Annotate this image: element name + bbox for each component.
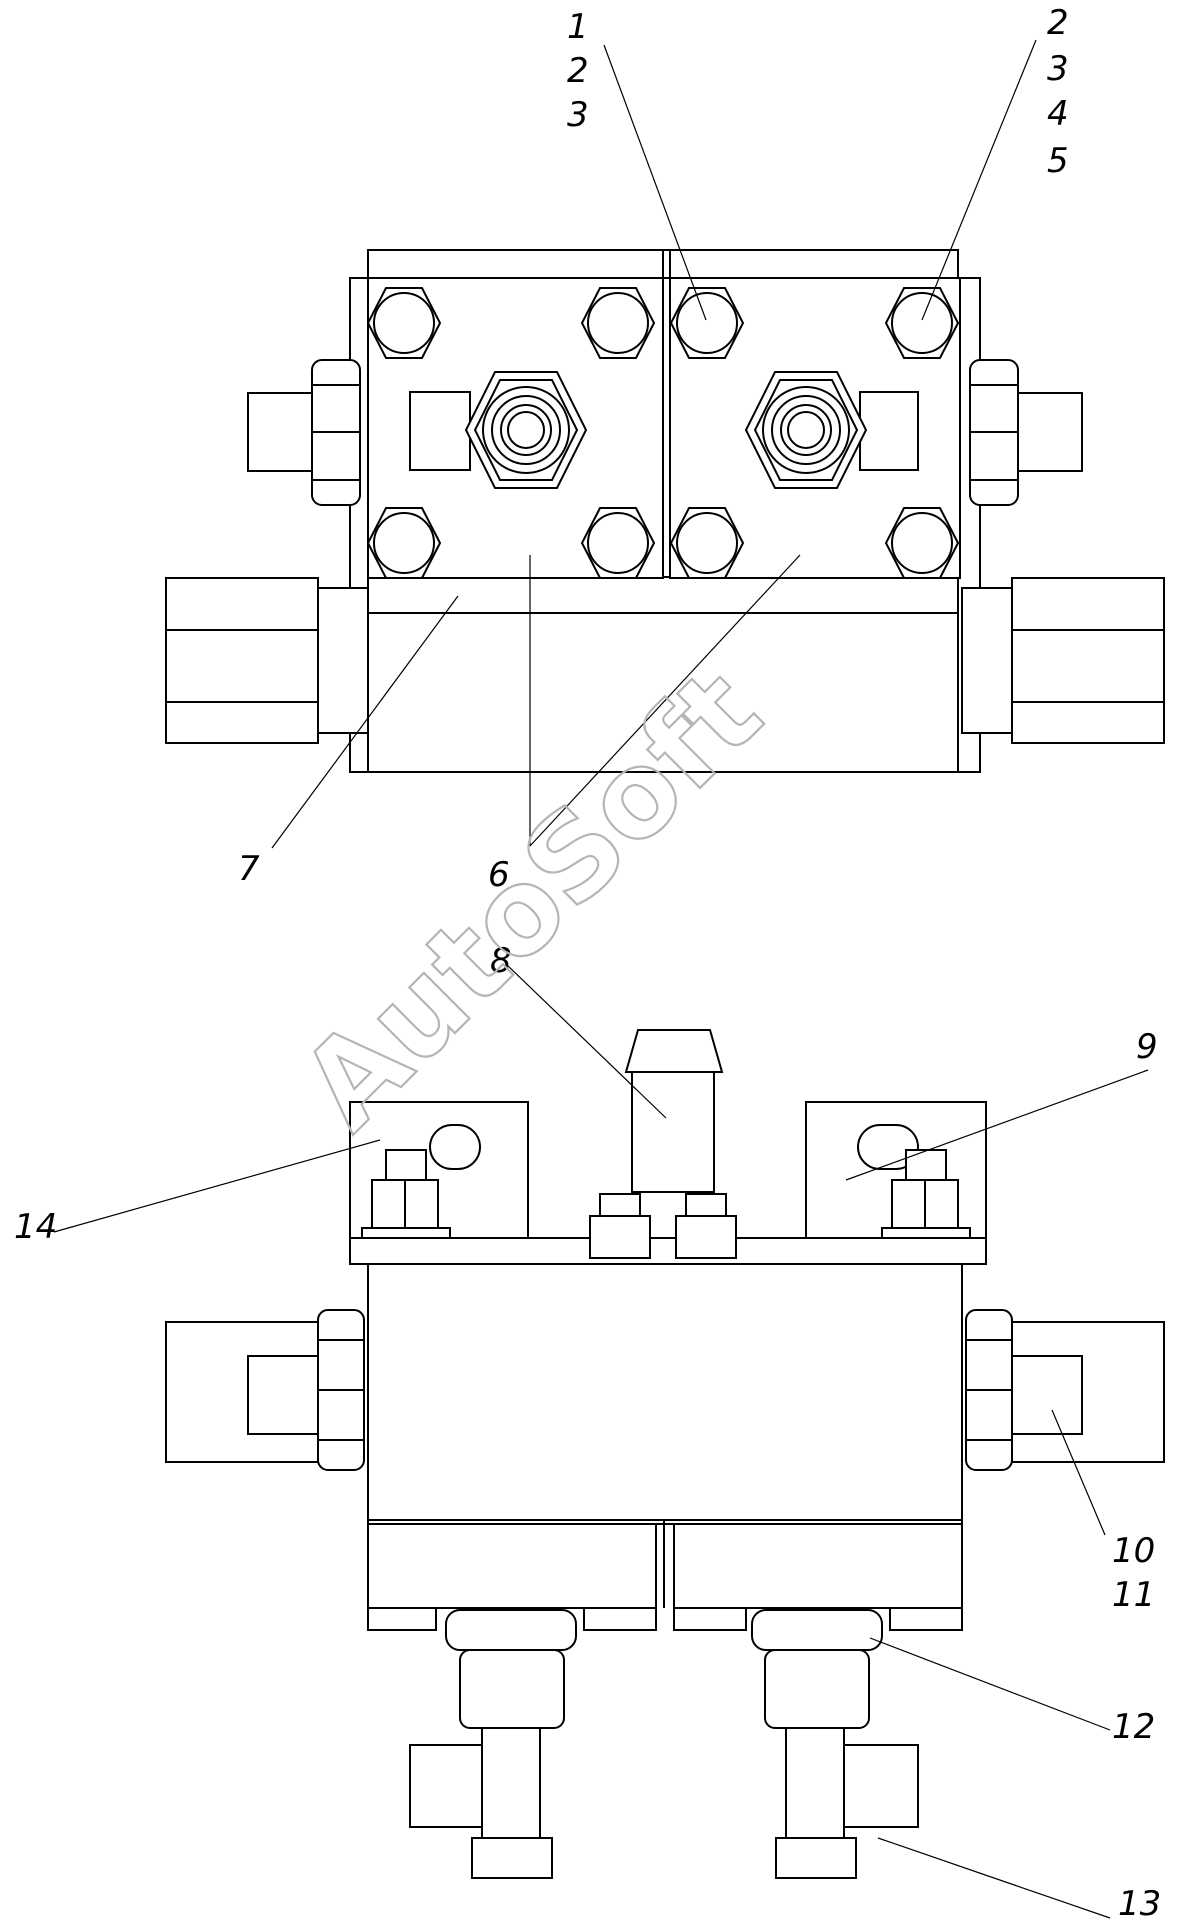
side-fittings-top: [247, 359, 1083, 506]
callout-12: 12: [1112, 1707, 1155, 1747]
callout-2-c: 4: [1047, 94, 1069, 134]
valve-fitting-right: [744, 371, 919, 489]
callout-labels: 1 2 3 2 3 4 5 7 6 8 9 14 10 11 12 13: [14, 3, 1161, 1924]
top-view: [165, 249, 1165, 773]
callout-8: 8: [490, 941, 512, 981]
callout-2-b: 3: [1047, 49, 1069, 89]
callout-11: 11: [1112, 1575, 1155, 1615]
leader-lines: [53, 39, 1149, 1919]
callout-1-c: 3: [567, 95, 589, 135]
valve-fitting-left: [409, 371, 588, 489]
callout-10: 10: [1112, 1531, 1155, 1571]
callout-1-b: 2: [567, 51, 589, 91]
side-blocks-top: [165, 577, 1165, 744]
callout-13: 13: [1118, 1884, 1161, 1924]
callout-14: 14: [14, 1207, 57, 1247]
callout-1-a: 1: [567, 7, 589, 47]
callout-6: 6: [488, 855, 510, 895]
bottom-view: [165, 1029, 1165, 1879]
callout-2-d: 5: [1047, 141, 1069, 181]
callout-2-a: 2: [1047, 3, 1069, 43]
callout-9: 9: [1136, 1027, 1158, 1067]
callout-7: 7: [238, 849, 260, 889]
hex-bolts-top: [366, 287, 960, 579]
